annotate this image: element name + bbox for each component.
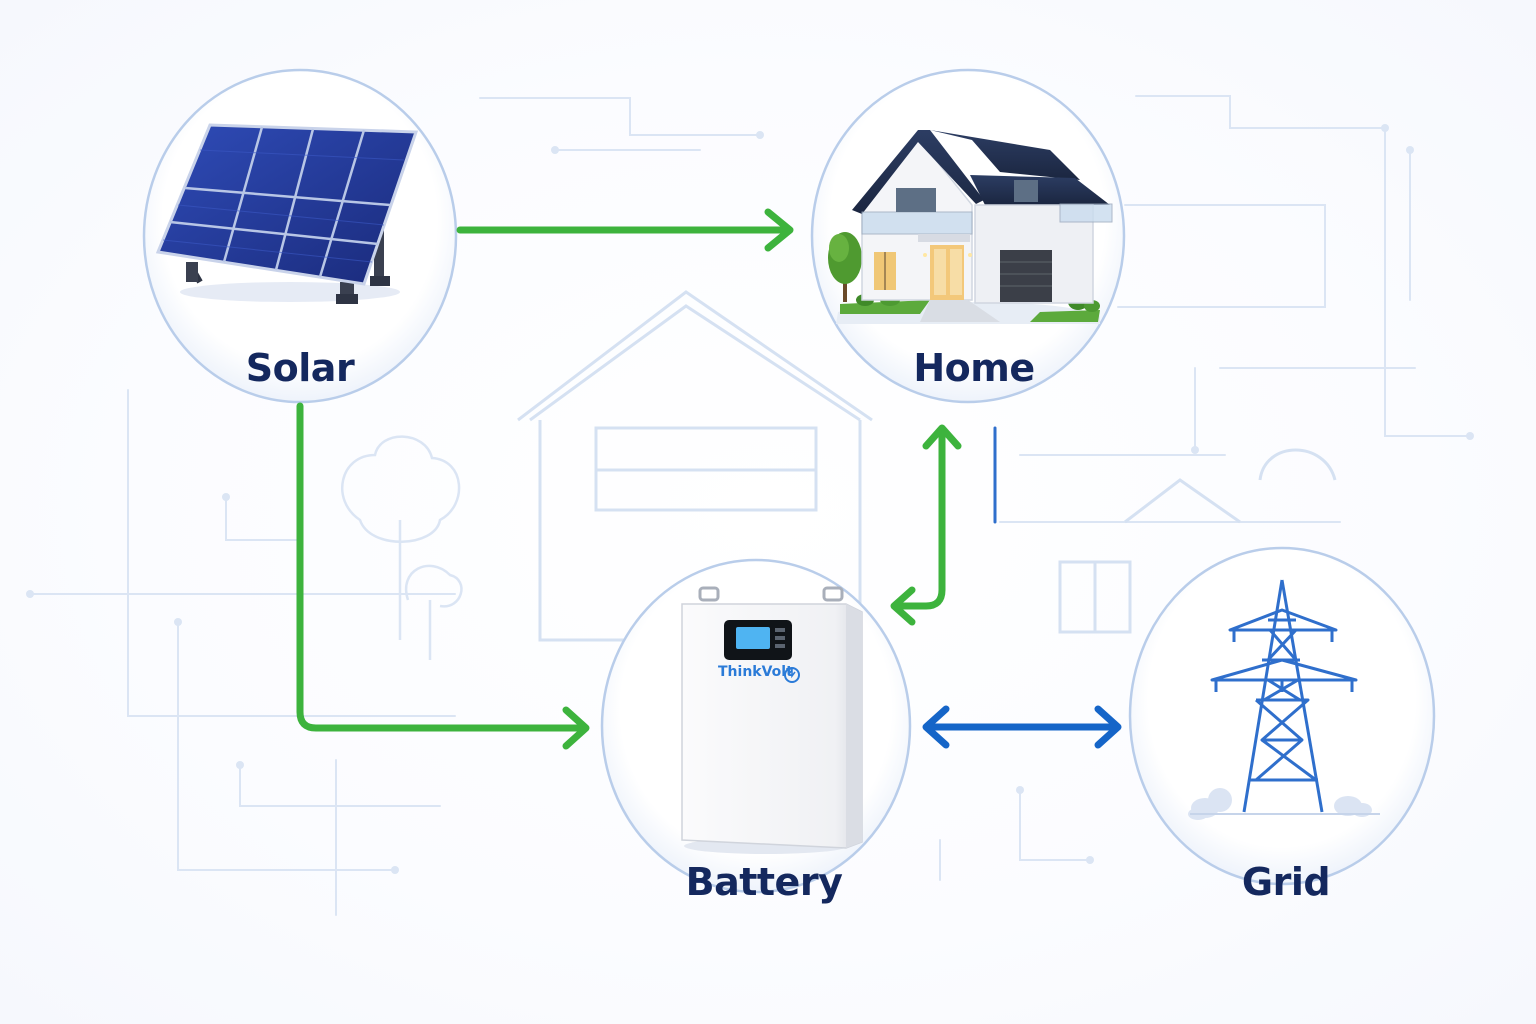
flow-battery-grid-arrowhead-left [922,705,950,749]
grid-label: Grid [1241,860,1331,904]
battery-icon [681,586,863,854]
flow-solar-to-battery-arrowhead [562,706,590,750]
transmission-tower-icon [1188,579,1380,820]
house-icon [828,130,1113,324]
battery-label: Battery [685,860,843,904]
battery-brand-label: ThinkVolt [718,664,793,680]
flow-battery-grid-arrowhead-right [1094,705,1122,749]
flow-battery-home-arrowhead-up [922,424,962,450]
flow-battery-home-arrowhead-left [890,586,916,626]
flow-solar-to-home-arrowhead [764,208,794,252]
flow-solar-to-battery [296,402,588,732]
home-label: Home [913,346,1035,390]
flow-battery-home [894,430,946,610]
solar-label: Solar [245,346,355,390]
solar-panel-icon [155,123,419,304]
